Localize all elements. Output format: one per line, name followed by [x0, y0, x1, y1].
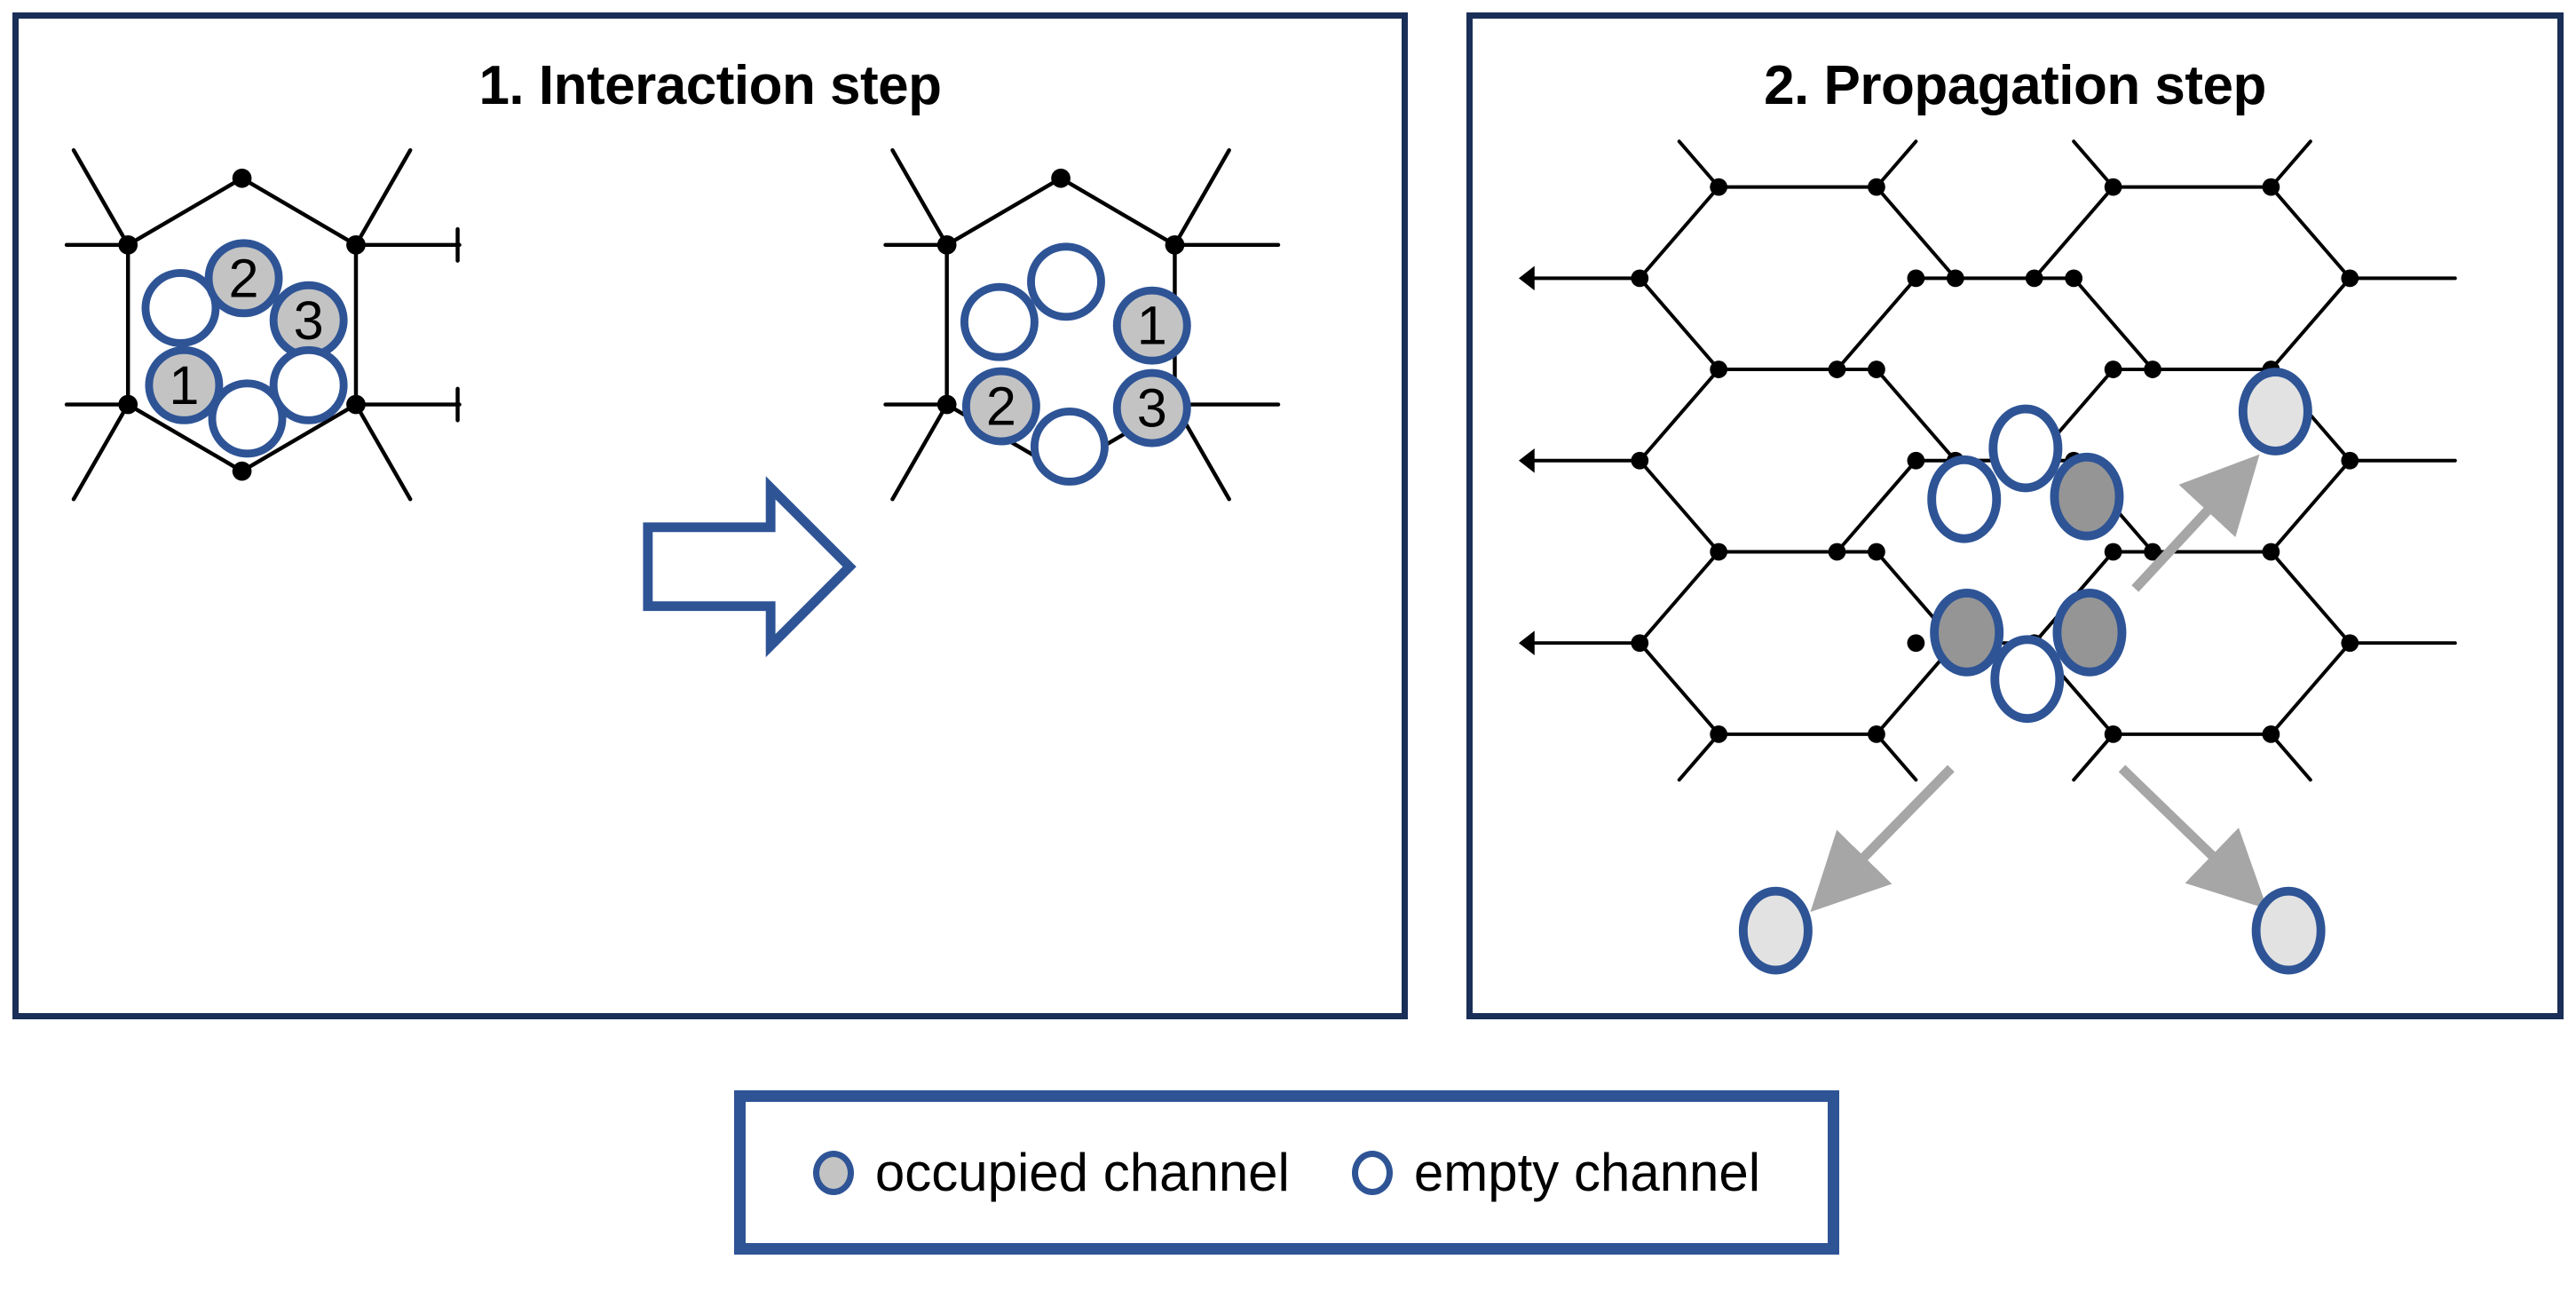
occupied-channel-icon: [812, 1150, 854, 1195]
channel-after-lower-left-occupied-2[interactable]: 2: [961, 367, 1040, 446]
channel-after-label-1: 1: [1137, 296, 1167, 356]
channel-after-lower-right-occupied-3[interactable]: 3: [1112, 368, 1191, 447]
prop-channel-lower-right-occupied[interactable]: [2052, 588, 2127, 677]
prop-channel-upper-left-empty[interactable]: [1927, 455, 2002, 543]
moved-channel-lower-right[interactable]: [2251, 886, 2326, 975]
channel-top-occupied-2[interactable]: 2: [204, 239, 283, 318]
arrow-to-upper-right: [2131, 454, 2260, 592]
prop-channel-bottom-empty[interactable]: [1990, 635, 2065, 724]
channel-label-2: 2: [229, 248, 259, 308]
legend: occupied channel empty channel: [734, 1090, 1839, 1255]
interaction-diagram: 2 3 1: [64, 147, 1281, 658]
channel-after-bottom-empty[interactable]: [1030, 408, 1109, 486]
prop-channel-top-empty[interactable]: [1988, 404, 2063, 493]
channel-after-top-empty[interactable]: [1027, 242, 1105, 321]
honeycomb-lattice: [1518, 139, 2457, 782]
channel-after-label-2: 2: [986, 376, 1016, 437]
channel-upper-left-empty[interactable]: [141, 268, 220, 347]
moved-channel-upper-right[interactable]: [2238, 368, 2312, 455]
legend-item-occupied: occupied channel: [812, 1142, 1290, 1203]
prop-channel-upper-right-occupied[interactable]: [2050, 452, 2124, 541]
channel-after-upper-right-occupied-1[interactable]: 1: [1112, 286, 1191, 365]
channel-after-upper-left-empty[interactable]: [960, 282, 1039, 361]
propagation-diagram: [1518, 139, 2457, 975]
empty-channel-icon: [1351, 1150, 1393, 1195]
legend-label-empty: empty channel: [1413, 1143, 1761, 1202]
moved-channel-lower-left[interactable]: [1738, 886, 1813, 975]
legend-item-empty: empty channel: [1351, 1142, 1761, 1203]
arrow-to-lower-right: [2118, 764, 2268, 909]
lattice-nodes-left: [118, 168, 366, 481]
panel-title-interaction: 1. Interaction step: [478, 55, 942, 116]
transition-block-arrow-icon: [643, 476, 857, 658]
channels-after: 1 2 3: [960, 242, 1191, 486]
channels-before: 2 3 1: [141, 239, 348, 458]
moved-channels: [1738, 368, 2326, 975]
panel-interaction-step: 1. Interaction step: [12, 12, 1408, 1019]
channel-upper-right-occupied-3[interactable]: 3: [269, 281, 348, 360]
arrow-to-lower-left: [1810, 764, 1955, 913]
channel-label-1: 1: [169, 355, 199, 416]
prop-channel-lower-left-occupied[interactable]: [1930, 588, 2004, 677]
panel-propagation-step: 2. Propagation step: [1466, 12, 2564, 1019]
channel-label-3: 3: [294, 290, 324, 351]
panel-title-propagation: 2. Propagation step: [1764, 55, 2266, 116]
channel-lower-right-empty[interactable]: [269, 345, 348, 424]
channel-lower-left-occupied-1[interactable]: 1: [145, 345, 224, 424]
propagation-arrows: [1810, 454, 2268, 913]
center-cell-channels: [1927, 404, 2127, 724]
legend-label-occupied: occupied channel: [874, 1143, 1290, 1202]
channel-bottom-empty[interactable]: [208, 379, 287, 458]
channel-after-label-3: 3: [1137, 378, 1167, 439]
